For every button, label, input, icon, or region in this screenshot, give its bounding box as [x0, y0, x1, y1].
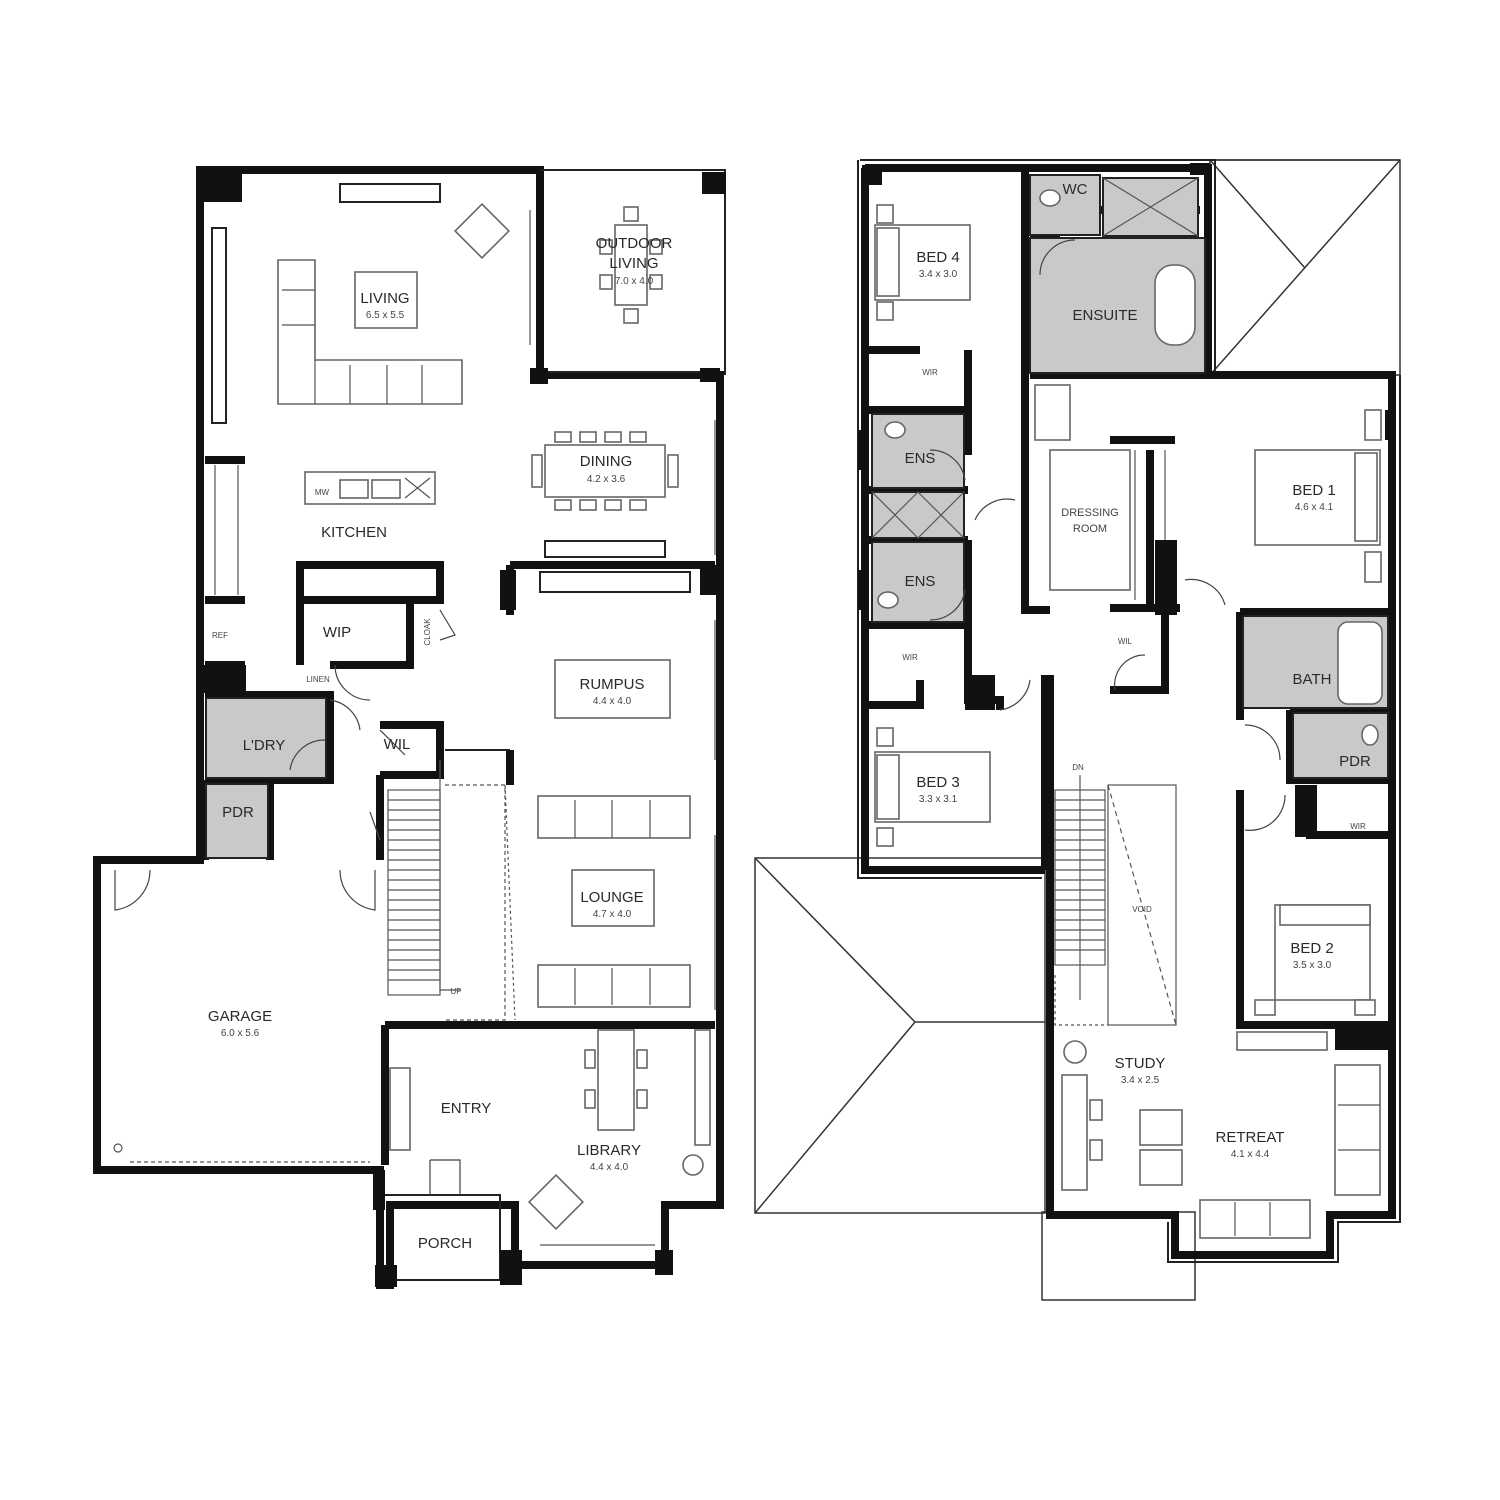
lounge-ottoman [571, 869, 655, 927]
room-size-dining: 4.2 x 3.6 [587, 474, 626, 485]
bed1-bed [1254, 409, 1382, 583]
room-label-bed2: BED 2 [1290, 940, 1333, 957]
room-label-kitchen: KITCHEN [321, 524, 387, 541]
label-up: UP [450, 987, 461, 996]
room-size-living: 6.5 x 5.5 [366, 310, 405, 321]
room-label-wir-bed2: WIR [1350, 822, 1366, 831]
room-size-lounge: 4.7 x 4.0 [593, 909, 632, 920]
room-size-retreat: 4.1 x 4.4 [1231, 1149, 1270, 1160]
room-label-wip: WIP [323, 624, 351, 641]
rumpus-ottoman [554, 659, 671, 719]
label-mw: MW [315, 488, 330, 497]
room-label-ens-2: ENS [905, 573, 936, 590]
room-size-rumpus: 4.4 x 4.0 [593, 696, 632, 707]
room-label-living: LIVING [360, 290, 409, 307]
room-label-garage: GARAGE [208, 1008, 272, 1025]
wc-fill [1029, 174, 1101, 236]
roof-hip-top-right [1209, 159, 1401, 376]
upper-floor-walls [861, 164, 1396, 1259]
room-label-bed3: BED 3 [916, 774, 959, 791]
library-armchair [527, 1173, 585, 1231]
room-label-pdr: PDR [222, 804, 254, 821]
room-size-bed4: 3.4 x 3.0 [919, 269, 958, 280]
room-label-wir-bed4: WIR [922, 368, 938, 377]
room-label-ensuite: ENSUITE [1072, 307, 1137, 324]
retreat-sofa [1334, 1064, 1381, 1196]
room-label-dining: DINING [580, 453, 633, 470]
room-label-pdr-upper: PDR [1339, 753, 1371, 770]
room-label-retreat: RETREAT [1216, 1129, 1285, 1146]
label-cloak: CLOAK [423, 618, 432, 646]
room-label-ens-1: ENS [905, 450, 936, 467]
rumpus-sofa [537, 795, 691, 839]
living-sofa [277, 259, 463, 405]
label-void: VOID [1132, 905, 1152, 914]
room-size-library: 4.4 x 4.0 [590, 1162, 629, 1173]
room-label-wil-upper: WIL [1118, 637, 1133, 646]
roof-hip-bottom-left [754, 857, 1046, 1214]
upper-stair [1054, 775, 1106, 1000]
kitchen-island [304, 471, 436, 505]
room-label-wil: WIL [384, 736, 411, 753]
dining-table [531, 431, 679, 511]
study-desk [1061, 1074, 1088, 1191]
lounge-sofa [537, 964, 691, 1008]
library-table [597, 1029, 635, 1131]
room-size-garage: 6.0 x 5.6 [221, 1028, 260, 1039]
label-ref: REF [212, 631, 228, 640]
room-size-bed2: 3.5 x 3.0 [1293, 960, 1332, 971]
room-label-bed1: BED 1 [1292, 482, 1335, 499]
room-label-library: LIBRARY [577, 1142, 641, 1159]
bed2-bed [1254, 904, 1376, 1016]
upper-floor-plan [754, 159, 1401, 1301]
ground-floor-walls [93, 166, 724, 1289]
bed3-bed [874, 727, 991, 847]
label-dn: DN [1072, 763, 1084, 772]
room-label-entry: ENTRY [441, 1100, 492, 1117]
room-label-wir-bed3: WIR [902, 653, 918, 662]
room-size-bed3: 3.3 x 3.1 [919, 794, 958, 805]
room-label-porch: PORCH [418, 1235, 472, 1252]
room-label-study: STUDY [1115, 1055, 1166, 1072]
room-size-outdoor-living: 7.0 x 4.0 [615, 276, 654, 287]
room-label-lounge: LOUNGE [580, 889, 643, 906]
upper-floor-labels: BED 4 3.4 x 3.0 WC ENSUITE WIR ENS DRESS… [902, 181, 1371, 1160]
upper-pdr-fill [1292, 712, 1389, 779]
room-size-study: 3.4 x 2.5 [1121, 1075, 1160, 1086]
label-linen: LINEN [306, 675, 330, 684]
living-ottoman [354, 271, 418, 329]
retreat-window-seat [1199, 1199, 1311, 1239]
ground-stair [387, 760, 516, 1021]
room-size-bed1: 4.6 x 4.1 [1295, 502, 1334, 513]
outdoor-table [599, 206, 663, 324]
living-armchair [453, 202, 511, 260]
room-label-rumpus: RUMPUS [579, 676, 644, 693]
room-label-laundry: L'DRY [243, 737, 286, 754]
room-label-bed4: BED 4 [916, 249, 959, 266]
laundry-fill [205, 697, 327, 779]
pdr-fill [205, 783, 269, 859]
room-label-wc: WC [1063, 181, 1088, 198]
bed4-bed [874, 204, 971, 321]
ground-floor-plan [93, 166, 726, 1289]
room-label-bath: BATH [1293, 671, 1332, 688]
